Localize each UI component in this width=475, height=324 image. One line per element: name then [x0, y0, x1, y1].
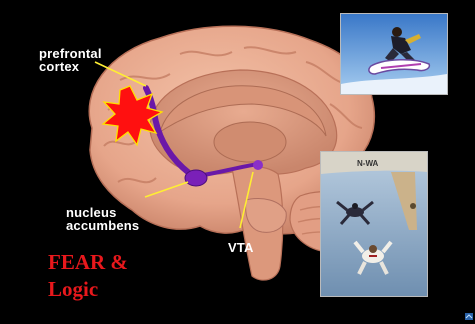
slide-title: FEAR & Logic: [48, 249, 128, 303]
title-line: FEAR &: [48, 249, 128, 276]
snowboarder-photo: [340, 13, 448, 95]
vta-marker: [253, 160, 263, 170]
nucleus-accumbens-marker: [185, 170, 207, 186]
nucleus-accumbens-label: nucleus accumbens: [66, 206, 139, 232]
plane-marking: N-WA: [357, 159, 379, 168]
skydivers-photo: N-WA: [320, 151, 428, 297]
title-line: Logic: [48, 276, 128, 303]
label-line: accumbens: [66, 219, 139, 232]
vta-label: VTA: [228, 241, 254, 254]
prefrontal-cortex-label: prefrontal cortex: [39, 47, 102, 73]
label-line: cortex: [39, 60, 102, 73]
corner-icon: [465, 313, 473, 320]
thalamus: [214, 122, 286, 162]
